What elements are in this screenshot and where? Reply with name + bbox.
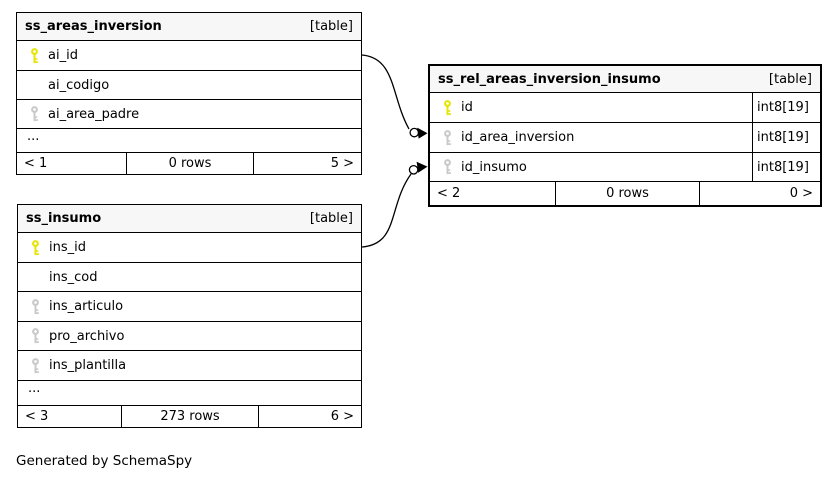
fk-connector-insumo bbox=[361, 161, 428, 248]
column-row: ins_cod bbox=[18, 262, 361, 291]
pager-next: 6 > bbox=[330, 409, 354, 424]
pager-prev: < 1 bbox=[24, 156, 48, 171]
column-name: ai_area_padre bbox=[48, 106, 140, 122]
table-type-badge: [table] bbox=[309, 19, 353, 34]
column-type: int8[19] bbox=[752, 153, 820, 181]
foreign-key-icon bbox=[443, 129, 452, 146]
pager-next: 0 > bbox=[789, 186, 813, 201]
column-name: pro_archivo bbox=[49, 328, 125, 344]
generated-by-credit: Generated by SchemaSpy bbox=[16, 453, 193, 469]
column-name: ins_articulo bbox=[49, 299, 124, 314]
table-type-badge: [table] bbox=[768, 71, 812, 87]
table-ss-rel-areas-inversion-insumo[interactable]: ss_rel_areas_inversion_insumo [table] id… bbox=[428, 64, 822, 207]
foreign-key-icon bbox=[31, 357, 40, 374]
foreign-key-icon bbox=[31, 298, 40, 315]
column-row: ai_id bbox=[17, 40, 361, 70]
pager-prev: < 2 bbox=[437, 186, 461, 201]
column-name: ai_codigo bbox=[48, 77, 110, 93]
row-count: 273 rows bbox=[121, 406, 259, 427]
column-name: ai_id bbox=[48, 48, 78, 63]
ellipsis-text: ... bbox=[27, 129, 40, 144]
column-row: ai_codigo bbox=[17, 70, 361, 99]
column-type: int8[19] bbox=[752, 123, 820, 152]
table-header[interactable]: ss_areas_inversion [table] bbox=[17, 13, 361, 40]
table-header[interactable]: ss_insumo [table] bbox=[18, 205, 361, 232]
row-count: 0 rows bbox=[555, 182, 700, 205]
table-ss-areas-inversion[interactable]: ss_areas_inversion [table] ai_id bbox=[16, 12, 362, 175]
table-title[interactable]: ss_areas_inversion bbox=[25, 19, 162, 34]
row-count: 0 rows bbox=[126, 153, 254, 174]
column-name: ins_cod bbox=[49, 269, 98, 285]
arrowhead-icon bbox=[416, 161, 428, 173]
column-row: ins_plantilla bbox=[18, 350, 361, 380]
column-row: id_area_inversion int8[19] bbox=[430, 122, 820, 152]
zero-many-circle bbox=[409, 127, 420, 138]
zero-many-circle bbox=[408, 164, 419, 175]
primary-key-icon bbox=[30, 47, 39, 64]
table-type-badge: [table] bbox=[309, 211, 353, 226]
column-row: id int8[19] bbox=[430, 92, 820, 122]
primary-key-icon bbox=[443, 99, 452, 116]
column-name: ins_plantilla bbox=[49, 358, 127, 373]
pager-prev: < 3 bbox=[25, 409, 49, 424]
column-type: int8[19] bbox=[752, 93, 820, 122]
foreign-key-icon bbox=[30, 106, 39, 122]
column-row: ai_area_padre bbox=[17, 99, 361, 128]
ellipsis-row: ... bbox=[17, 128, 361, 152]
ellipsis-text: ... bbox=[28, 381, 41, 396]
column-name: id_area_inversion bbox=[461, 130, 575, 145]
table-footer: < 2 0 rows 0 > bbox=[430, 181, 820, 205]
table-title[interactable]: ss_rel_areas_inversion_insumo bbox=[438, 71, 661, 87]
column-row: id_insumo int8[19] bbox=[430, 152, 820, 181]
table-ss-insumo[interactable]: ss_insumo [table] ins_id bbox=[17, 204, 362, 428]
table-header[interactable]: ss_rel_areas_inversion_insumo [table] bbox=[430, 66, 820, 92]
table-footer: < 1 0 rows 5 > bbox=[17, 152, 361, 174]
column-name: id_insumo bbox=[461, 159, 527, 175]
column-row: ins_articulo bbox=[18, 291, 361, 321]
column-row: ins_id bbox=[18, 232, 361, 262]
ellipsis-row: ... bbox=[18, 380, 361, 405]
pager-next: 5 > bbox=[330, 156, 354, 171]
arrowhead-icon bbox=[417, 127, 428, 139]
primary-key-icon bbox=[31, 239, 40, 256]
column-row: pro_archivo bbox=[18, 321, 361, 350]
column-name: id bbox=[461, 100, 473, 115]
foreign-key-icon bbox=[31, 328, 40, 344]
column-name: ins_id bbox=[49, 240, 86, 255]
table-title[interactable]: ss_insumo bbox=[26, 211, 102, 226]
fk-connector-areas-inversion bbox=[361, 54, 428, 139]
foreign-key-icon bbox=[443, 159, 452, 175]
table-footer: < 3 273 rows 6 > bbox=[18, 405, 361, 427]
